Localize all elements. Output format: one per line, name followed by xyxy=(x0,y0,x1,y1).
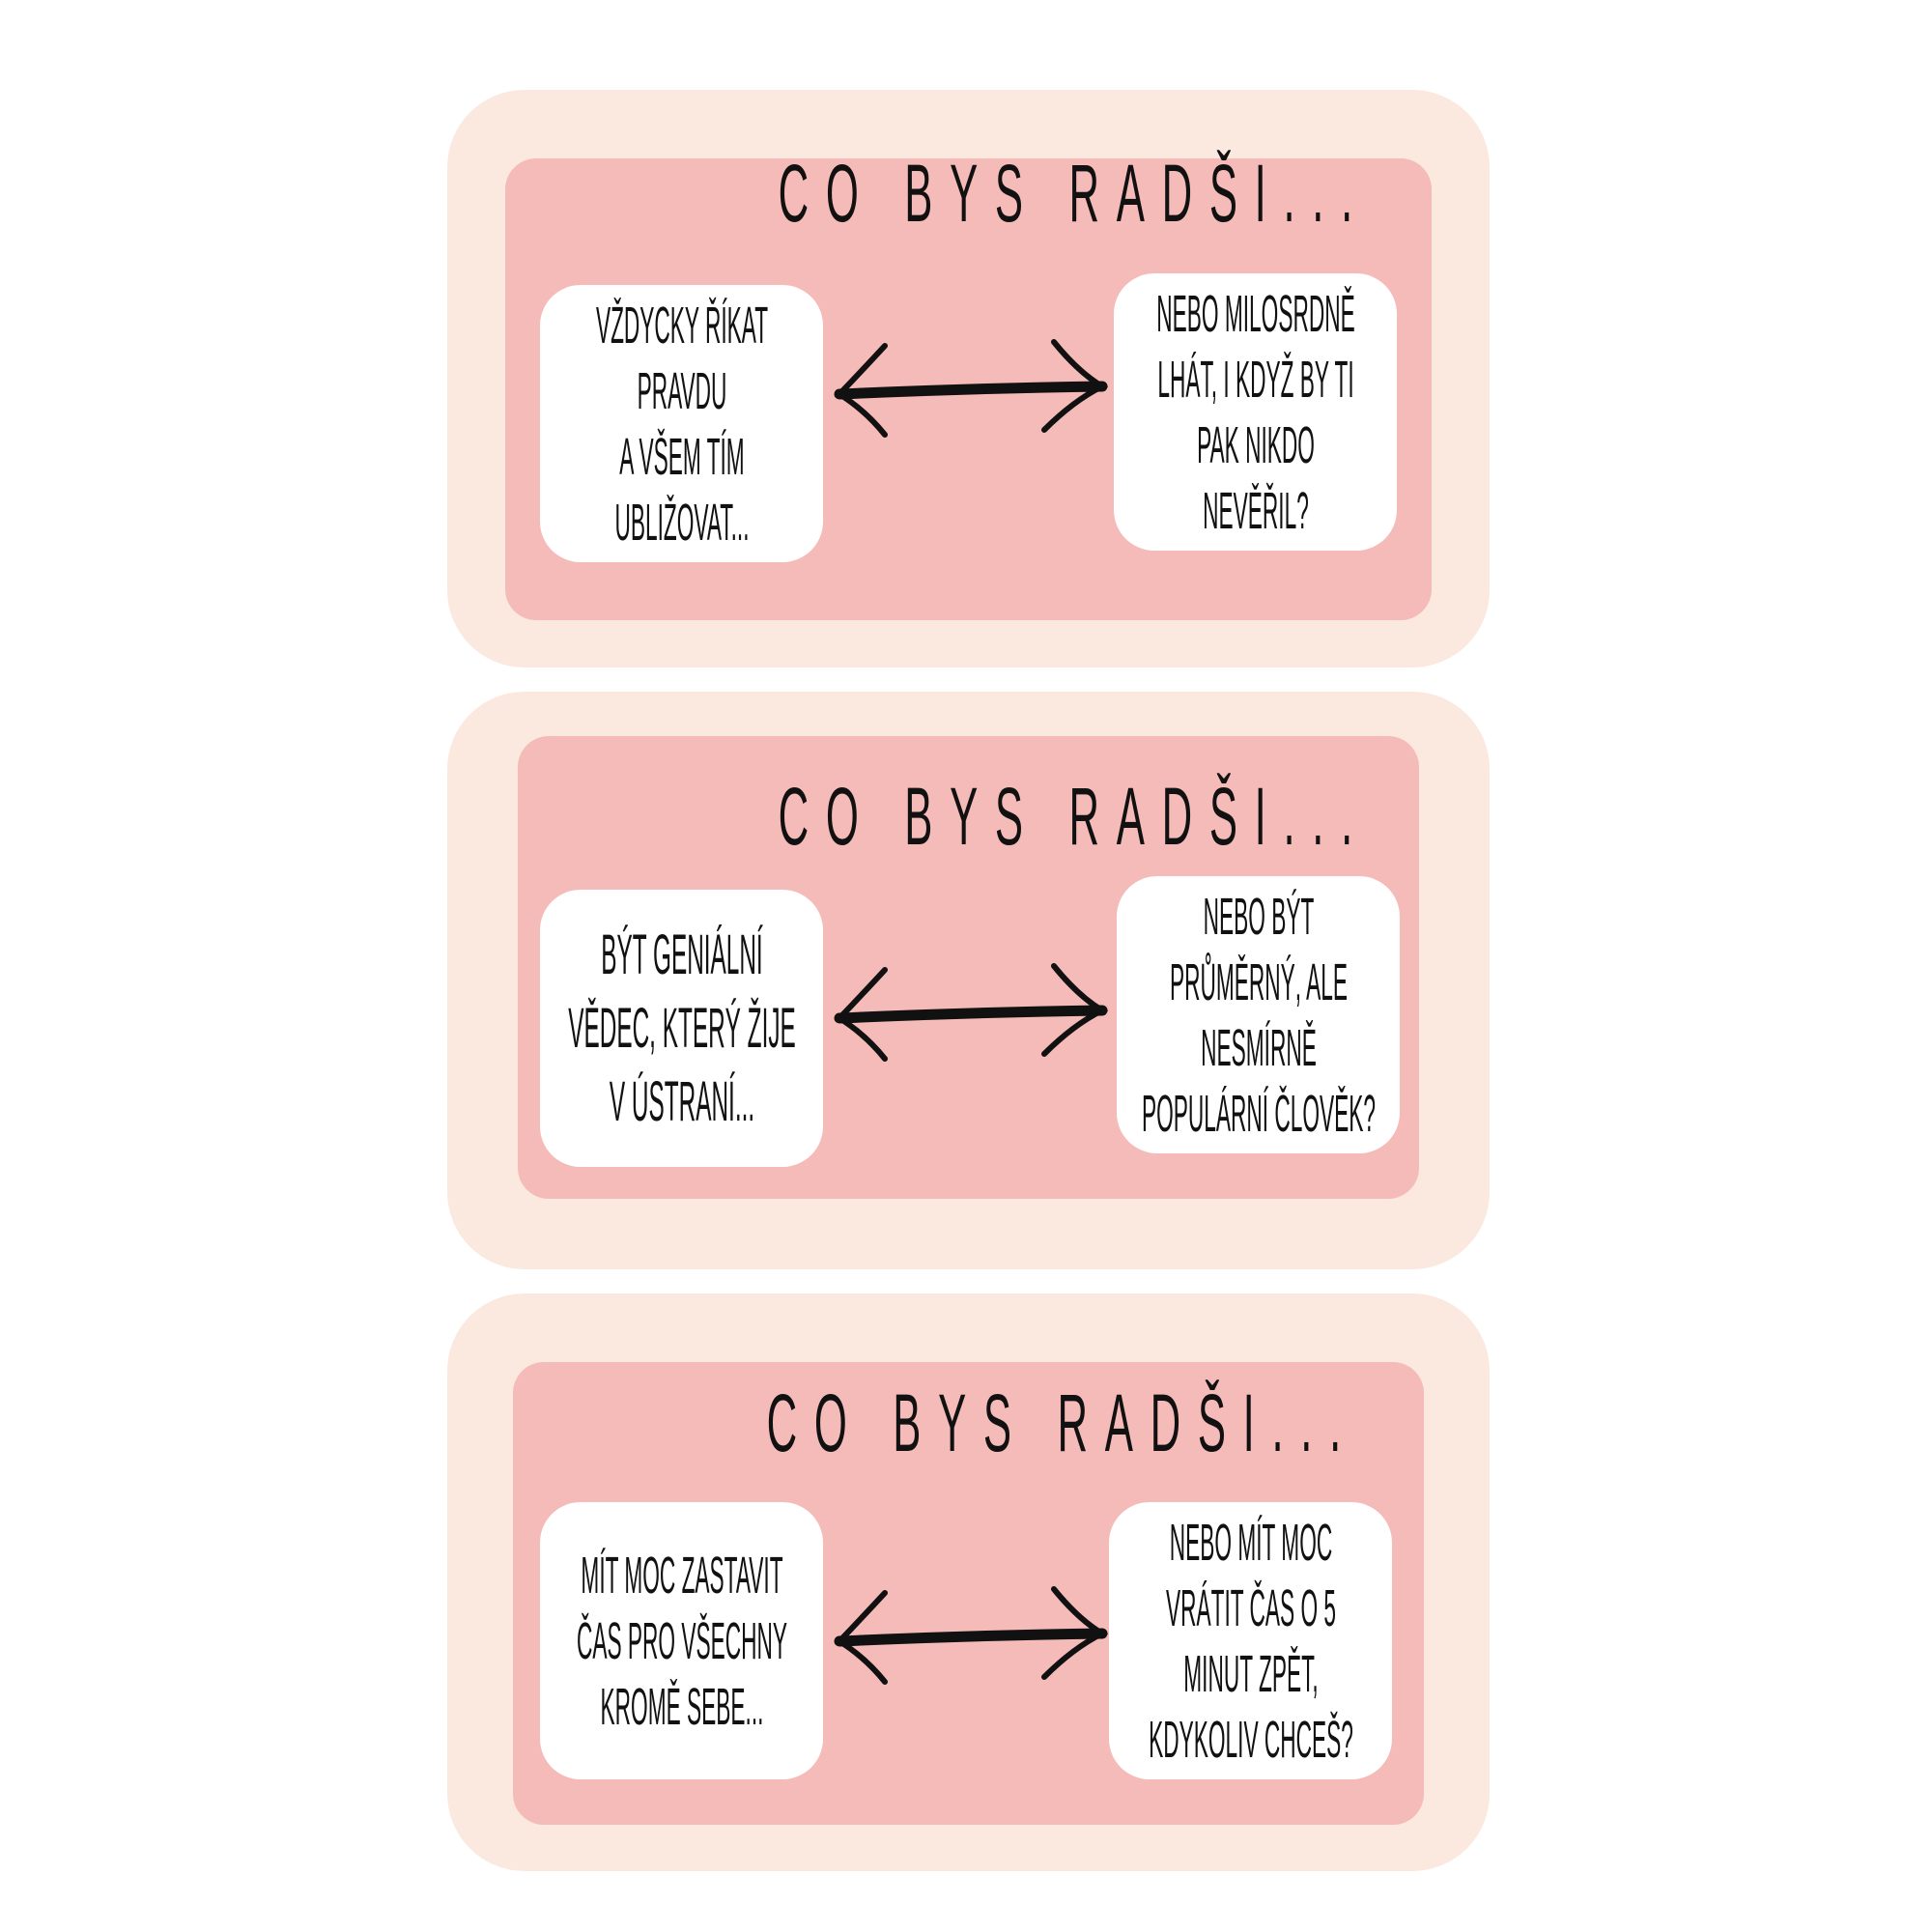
option-left[interactable]: VŽDYCKY ŘÍKAT PRAVDU A VŠEM TÍM UBLIŽOVA… xyxy=(540,285,823,562)
option-right-text: NEBO MÍT MOC VRÁTIT ČAS O 5 MINUT ZPĚT, … xyxy=(1148,1513,1353,1769)
option-right-text: NEBO BÝT PRŮMĚRNÝ, ALE NESMÍRNĚ POPULÁRN… xyxy=(1141,887,1376,1143)
option-left[interactable]: BÝT GENIÁLNÍ VĚDEC, KTERÝ ŽIJE V ÚSTRANÍ… xyxy=(540,890,823,1167)
card-2: CO BYS RADŠI... BÝT GENIÁLNÍ VĚDEC, KTER… xyxy=(447,692,1490,1269)
double-arrow-icon xyxy=(834,1586,1109,1685)
card-2-panel: CO BYS RADŠI... BÝT GENIÁLNÍ VĚDEC, KTER… xyxy=(518,736,1419,1199)
option-right[interactable]: NEBO MÍT MOC VRÁTIT ČAS O 5 MINUT ZPĚT, … xyxy=(1109,1502,1392,1779)
card-title: CO BYS RADŠI... xyxy=(766,1378,1358,1468)
card-3-panel: CO BYS RADŠI... MÍT MOC ZASTAVIT ČAS PRO… xyxy=(513,1362,1424,1825)
card-1: CO BYS RADŠI... VŽDYCKY ŘÍKAT PRAVDU A V… xyxy=(447,90,1490,668)
card-title: CO BYS RADŠI... xyxy=(778,771,1370,862)
option-right-text: NEBO MILOSRDNĚ LHÁT, I KDYŽ BY TI PAK NI… xyxy=(1155,284,1355,540)
card-3: CO BYS RADŠI... MÍT MOC ZASTAVIT ČAS PRO… xyxy=(447,1293,1490,1871)
option-left[interactable]: MÍT MOC ZASTAVIT ČAS PRO VŠECHNY KROMĚ S… xyxy=(540,1502,823,1779)
option-left-text: BÝT GENIÁLNÍ VĚDEC, KTERÝ ŽIJE V ÚSTRANÍ… xyxy=(567,923,796,1133)
double-arrow-icon xyxy=(834,339,1109,438)
card-1-panel: CO BYS RADŠI... VŽDYCKY ŘÍKAT PRAVDU A V… xyxy=(505,148,1432,620)
option-right[interactable]: NEBO BÝT PRŮMĚRNÝ, ALE NESMÍRNĚ POPULÁRN… xyxy=(1117,876,1400,1153)
option-left-text: MÍT MOC ZASTAVIT ČAS PRO VŠECHNY KROMĚ S… xyxy=(576,1546,787,1736)
option-right[interactable]: NEBO MILOSRDNĚ LHÁT, I KDYŽ BY TI PAK NI… xyxy=(1114,273,1397,551)
card-title: CO BYS RADŠI... xyxy=(778,148,1370,239)
double-arrow-icon xyxy=(834,963,1109,1062)
option-left-text: VŽDYCKY ŘÍKAT PRAVDU A VŠEM TÍM UBLIŽOVA… xyxy=(595,296,768,552)
